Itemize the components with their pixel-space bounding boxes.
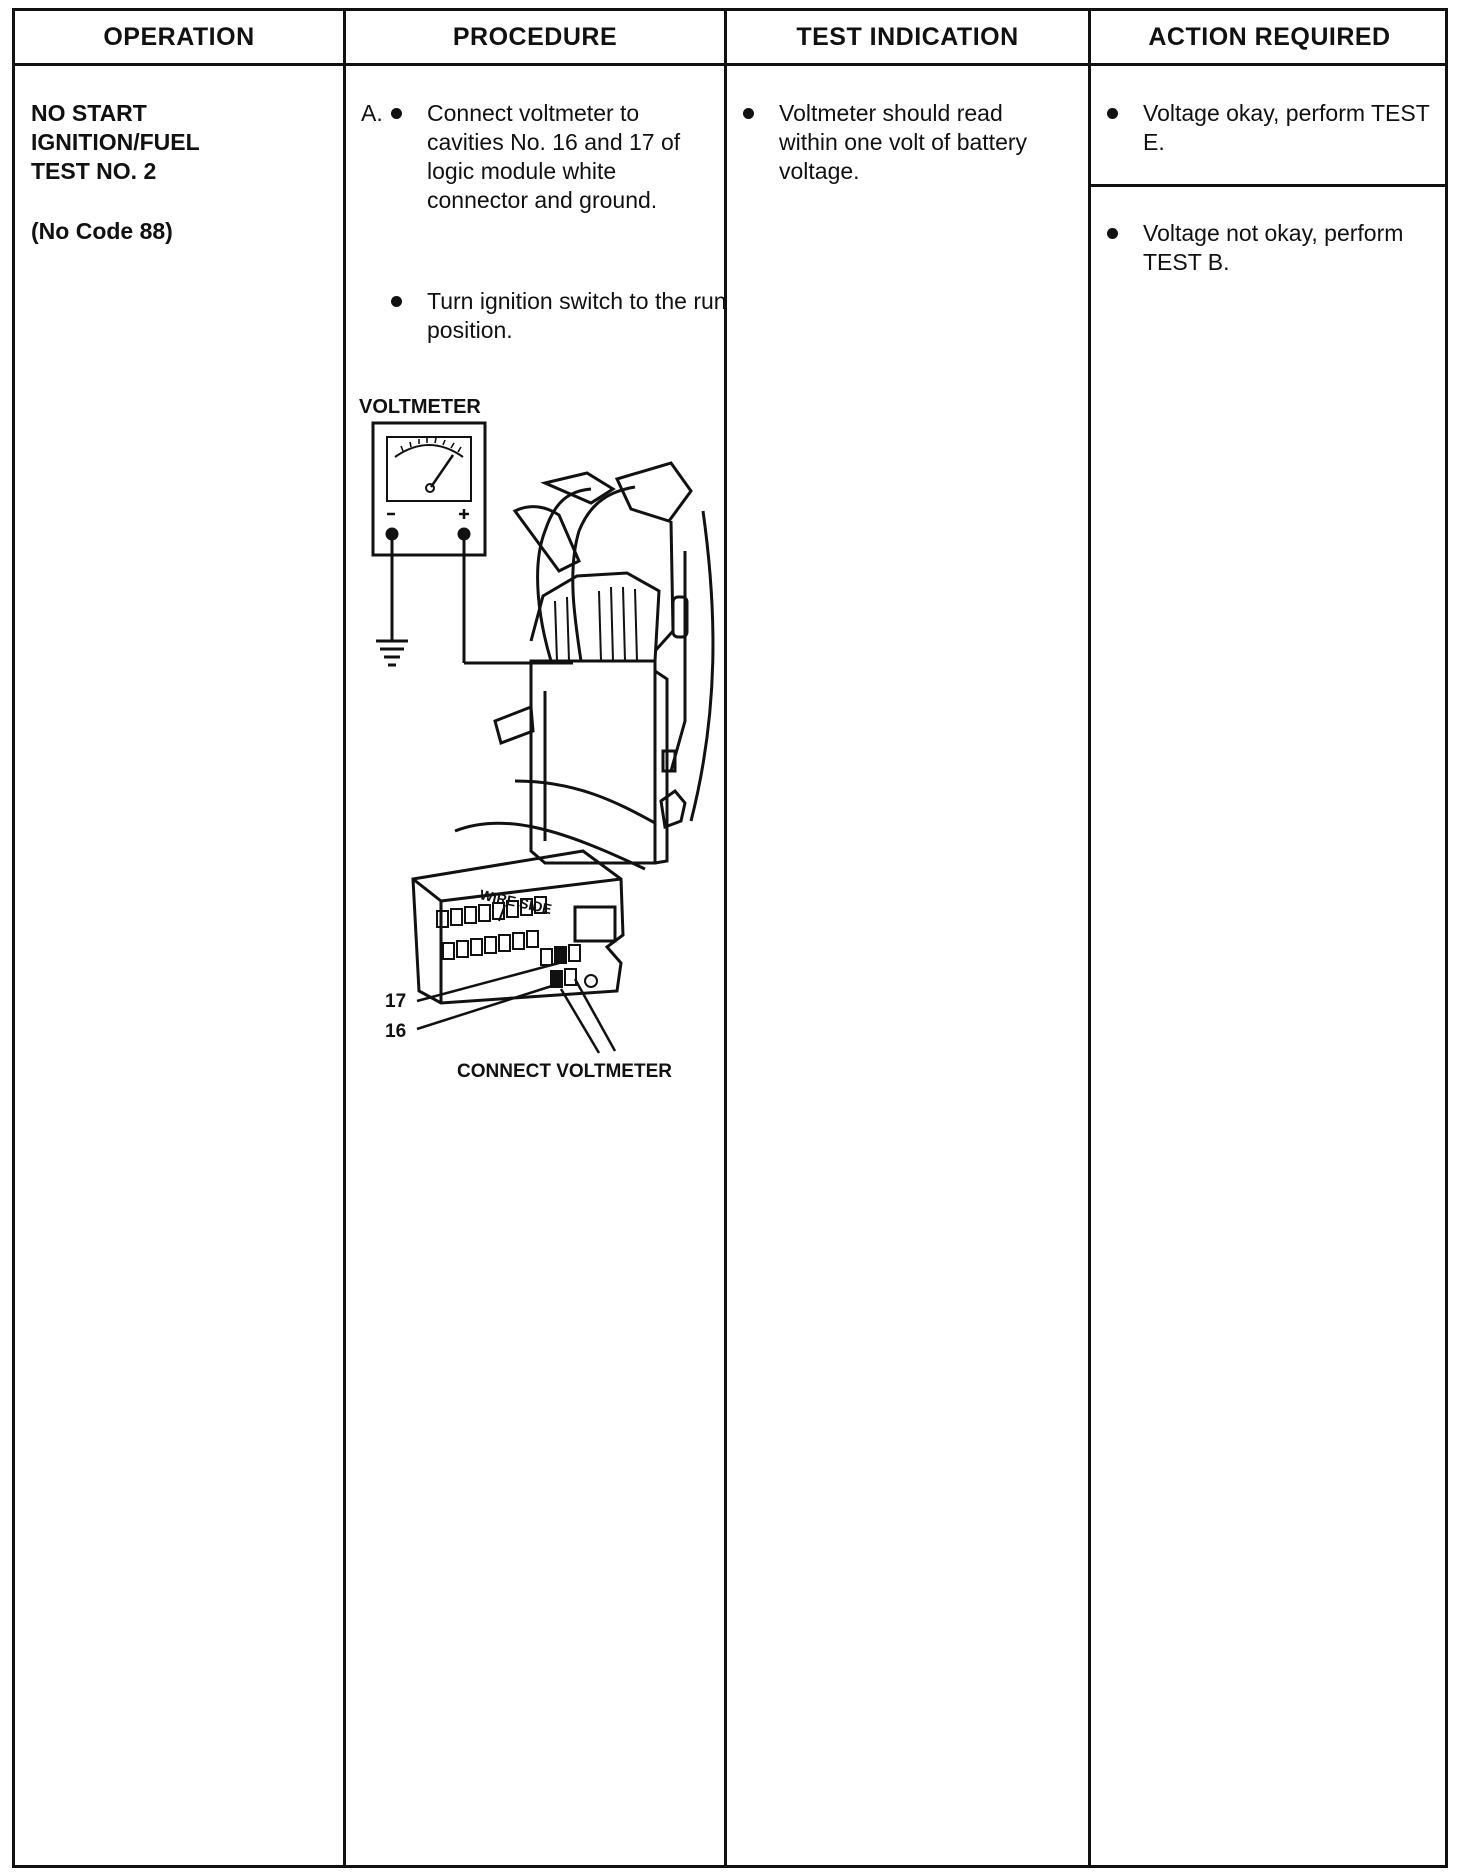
pin-16-label: 16	[385, 1021, 406, 1042]
column-divider	[1088, 11, 1091, 1865]
procedure-step-prefix: A.	[361, 100, 383, 126]
pin-17-label: 17	[385, 991, 406, 1012]
bullet-icon	[1107, 228, 1118, 239]
operation-cell: NO START IGNITION/FUEL TEST NO. 2 (No Co…	[31, 99, 331, 246]
bullet-icon	[391, 108, 402, 119]
procedure-bullet-text: Connect voltmeter to cavities No. 16 and…	[427, 100, 681, 213]
operation-note: (No Code 88)	[31, 218, 173, 244]
header-operation: OPERATION	[103, 22, 255, 51]
voltmeter-icon	[371, 421, 487, 557]
connect-voltmeter-caption: CONNECT VOLTMETER	[457, 1061, 672, 1081]
bullet-icon	[391, 296, 402, 307]
column-divider	[343, 11, 346, 1865]
header-test-indication: TEST INDICATION	[796, 22, 1019, 51]
procedure-bullet-text: Turn ignition switch to the run position…	[427, 288, 727, 343]
operation-line: NO START	[31, 100, 147, 126]
test-indication-text: Voltmeter should read within one volt of…	[779, 100, 1028, 184]
bullet-icon	[1107, 108, 1118, 119]
voltmeter-label: VOLTMETER	[359, 396, 481, 418]
action-not-ok-text: Voltage not okay, perform TEST B.	[1143, 220, 1404, 275]
test-procedure-table: OPERATION PROCEDURE TEST INDICATION ACTI…	[12, 8, 1448, 1868]
header-action-required: ACTION REQUIRED	[1148, 22, 1391, 51]
operation-line: TEST NO. 2	[31, 158, 157, 184]
action-ok-text: Voltage okay, perform TEST E.	[1143, 100, 1430, 155]
header-procedure: PROCEDURE	[452, 22, 618, 51]
header-divider	[15, 63, 1445, 66]
operation-line: IGNITION/FUEL	[31, 129, 200, 155]
column-divider	[724, 11, 727, 1865]
voltmeter-connection-diagram: VOLTMETER	[359, 396, 715, 1081]
action-row-divider	[1091, 184, 1445, 187]
bullet-icon	[743, 108, 754, 119]
